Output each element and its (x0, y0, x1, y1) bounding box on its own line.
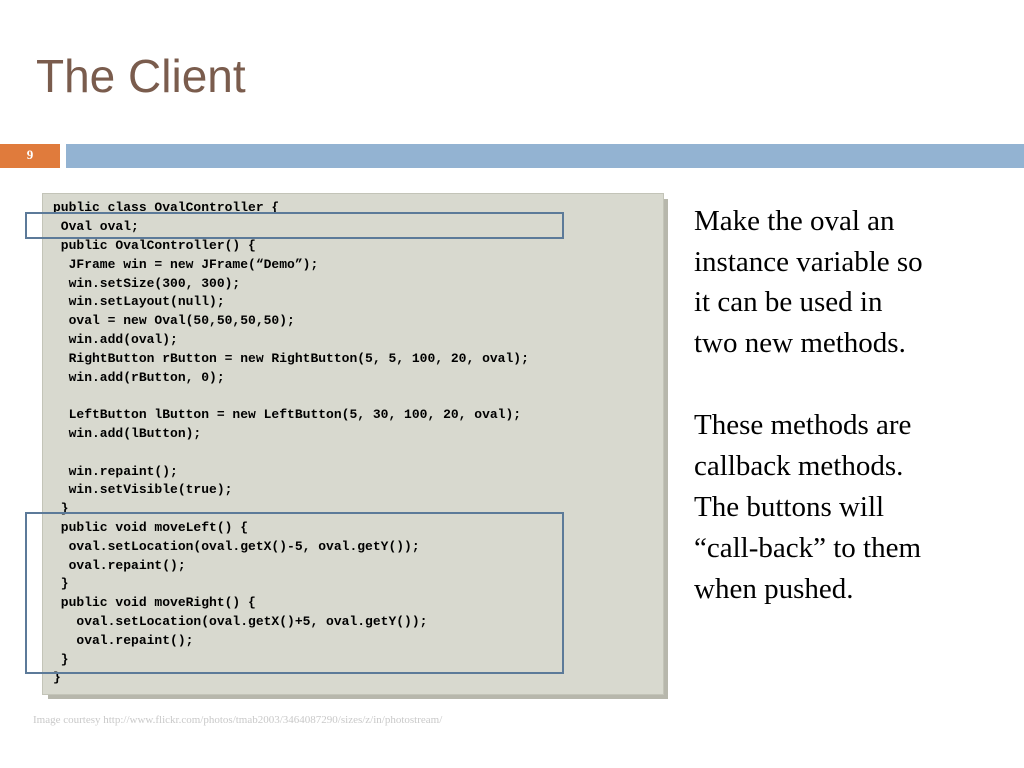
code-line: win.setLayout(null); (53, 294, 225, 309)
code-line: win.add(rButton, 0); (53, 370, 225, 385)
explanation-line: “call-back” to them (694, 532, 922, 564)
explanation-line: instance variable so (694, 246, 923, 278)
explanation-line: when pushed. (694, 573, 854, 605)
code-line: public class OvalController { (53, 200, 280, 215)
code-line: JFrame win = new JFrame(“Demo”); (53, 257, 319, 272)
explanation-line: The buttons will (694, 491, 885, 523)
code-line: oval.setLocation(oval.getX()-5, oval.get… (53, 539, 420, 554)
code-line: public void moveRight() { (53, 595, 256, 610)
explanation-line: it can be used in (694, 286, 883, 318)
code-line: win.add(lButton); (53, 426, 202, 441)
code-line: oval = new Oval(50,50,50,50); (53, 313, 295, 328)
code-line: } (53, 670, 61, 685)
code-line: win.setVisible(true); (53, 482, 233, 497)
code-line: oval.setLocation(oval.getX()+5, oval.get… (53, 614, 428, 629)
slide-number: 9 (0, 144, 60, 168)
code-line: RightButton rButton = new RightButton(5,… (53, 351, 529, 366)
image-credit-caption: Image courtesy http://www.flickr.com/pho… (33, 714, 443, 726)
explanation-line: callback methods. (694, 450, 904, 482)
code-line: } (53, 576, 69, 591)
code-line: } (53, 501, 69, 516)
explanation-line: These methods are (694, 409, 912, 441)
instance-variable-highlight (25, 212, 564, 239)
callback-methods-highlight (25, 512, 564, 674)
explanation-line: Make the oval an (694, 205, 895, 237)
code-line: public OvalController() { (53, 238, 256, 253)
code-line: } (53, 652, 69, 667)
code-line: win.add(oval); (53, 332, 178, 347)
code-line: oval.repaint(); (53, 633, 194, 648)
code-line: win.repaint(); (53, 464, 178, 479)
slide-title: The Client (36, 50, 246, 102)
code-line: win.setSize(300, 300); (53, 276, 241, 291)
code-panel (42, 193, 664, 695)
code-line: LeftButton lButton = new LeftButton(5, 3… (53, 407, 522, 422)
code-line: oval.repaint(); (53, 558, 186, 573)
code-line: public void moveLeft() { (53, 520, 249, 535)
code-line: Oval oval; (53, 219, 139, 234)
header-rule (66, 144, 1024, 168)
explanation-line: two new methods. (694, 327, 906, 359)
